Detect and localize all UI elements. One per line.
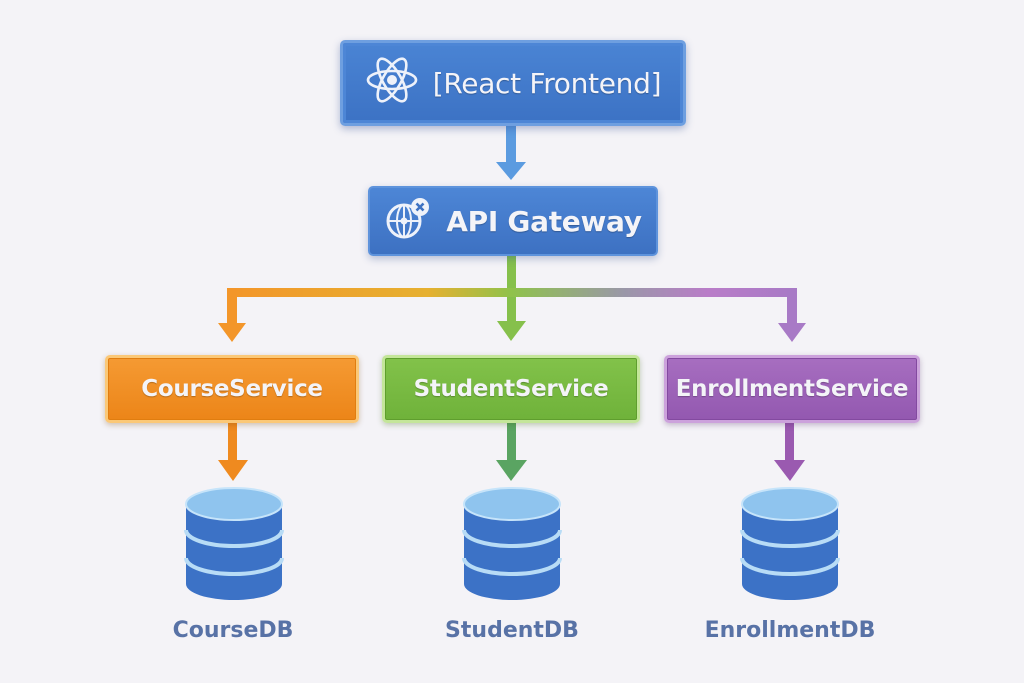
edge-enrollment-db [774,423,805,481]
enrollment-service-node[interactable]: EnrollmentService [664,355,920,423]
database-icon [184,487,284,600]
course-service-label: CourseService [141,376,323,402]
enrollment-service-label: EnrollmentService [675,376,909,402]
student-db-node[interactable] [462,486,562,602]
student-service-node[interactable]: StudentService [382,355,640,423]
edge-gateway-bus [227,288,797,297]
database-icon [462,487,562,600]
edge-student-db [496,423,527,481]
course-db-label: CourseDB [172,618,294,643]
edge-course-db [218,423,248,481]
edge-gateway-student [497,321,526,341]
edge-frontend-gateway [496,126,526,180]
frontend-label: [React Frontend] [432,66,662,100]
api-gateway-node[interactable]: API Gateway [368,186,658,256]
react-frontend-node[interactable]: [React Frontend] [340,40,686,126]
edge-gateway-enrollment [778,288,806,342]
enrollment-db-node[interactable] [740,486,840,602]
course-service-node[interactable]: CourseService [105,355,359,423]
globe-network-icon [384,196,432,247]
course-db-node[interactable] [184,486,284,602]
react-atom-icon [365,56,419,111]
student-service-label: StudentService [413,376,609,402]
student-db-label: StudentDB [445,618,579,643]
enrollment-db-label: EnrollmentDB [704,618,876,643]
edge-gateway-course [218,288,246,342]
database-icon [740,487,840,600]
gateway-label: API Gateway [446,204,642,238]
